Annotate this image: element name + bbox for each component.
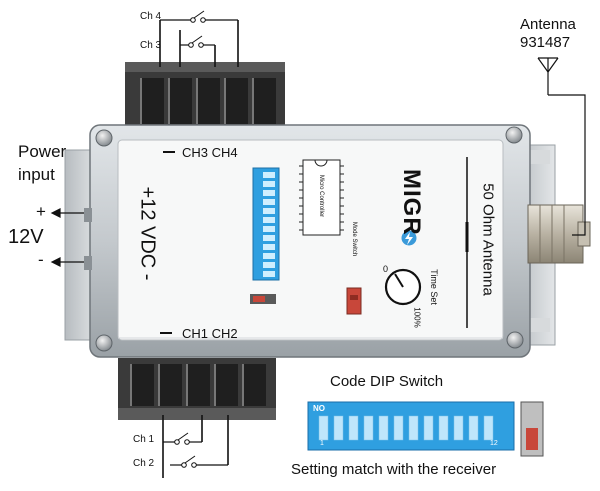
antenna-connector xyxy=(527,204,591,264)
board-voltage-label: +12 VDC - xyxy=(136,186,159,281)
ch3-top-label: Ch 3 xyxy=(140,40,162,51)
ch4-top-label: Ch 4 xyxy=(140,11,162,22)
power-input-label-line2: input xyxy=(18,165,55,184)
bottom-terminal-screws xyxy=(122,360,272,408)
slide-toggle xyxy=(520,401,544,457)
ch3-ch4-label: CH3 CH4 xyxy=(182,145,238,160)
dip-last-label: 12 xyxy=(490,440,498,447)
antenna-title: Antenna xyxy=(520,16,576,33)
switch-icon xyxy=(188,10,206,48)
ch2-bottom-label: Ch 2 xyxy=(133,458,155,469)
top-terminal-screws xyxy=(130,70,280,128)
brand-logo: MIGR xyxy=(398,169,425,236)
knob-icon xyxy=(384,268,422,306)
bottom-channel-wiring xyxy=(162,415,229,478)
switch-icon xyxy=(174,432,197,468)
dial-zero-label: 0 xyxy=(383,264,389,274)
micro-controller-chip xyxy=(299,159,344,236)
ch1-ch2-label: CH1 CH2 xyxy=(182,326,238,341)
mode-switch xyxy=(346,287,362,315)
antenna-ohm-label: 50 Ohm Antenna xyxy=(479,183,497,296)
top-channel-wiring xyxy=(159,19,239,67)
antenna-code: 931487 xyxy=(520,34,571,51)
minus-sign: - xyxy=(38,250,44,269)
dip-no-label: NO xyxy=(313,404,325,413)
code-dip-switch xyxy=(307,401,515,451)
screw-icon xyxy=(95,126,524,352)
power-input-label-line1: Power xyxy=(18,142,67,161)
ch1-bottom-label: Ch 1 xyxy=(133,434,155,445)
arrow-left-icon xyxy=(50,208,84,267)
board-dip-switch xyxy=(252,167,280,281)
bolt-icon xyxy=(401,230,417,246)
time-set-label: Time Set xyxy=(429,269,439,305)
voltage-label: 12V xyxy=(8,226,44,248)
plus-sign: + xyxy=(36,202,46,221)
mode-switch-label: Mode Switch xyxy=(351,221,357,257)
dip-first-label: 1 xyxy=(320,440,324,447)
antenna-icon xyxy=(537,57,586,236)
code-dip-switch-label: Code DIP Switch xyxy=(330,373,444,390)
dial-full-label: 100% xyxy=(412,307,422,328)
setting-match-label: Setting match with the receiver xyxy=(291,461,497,478)
micro-controller-label: Micro Controller xyxy=(318,174,324,218)
